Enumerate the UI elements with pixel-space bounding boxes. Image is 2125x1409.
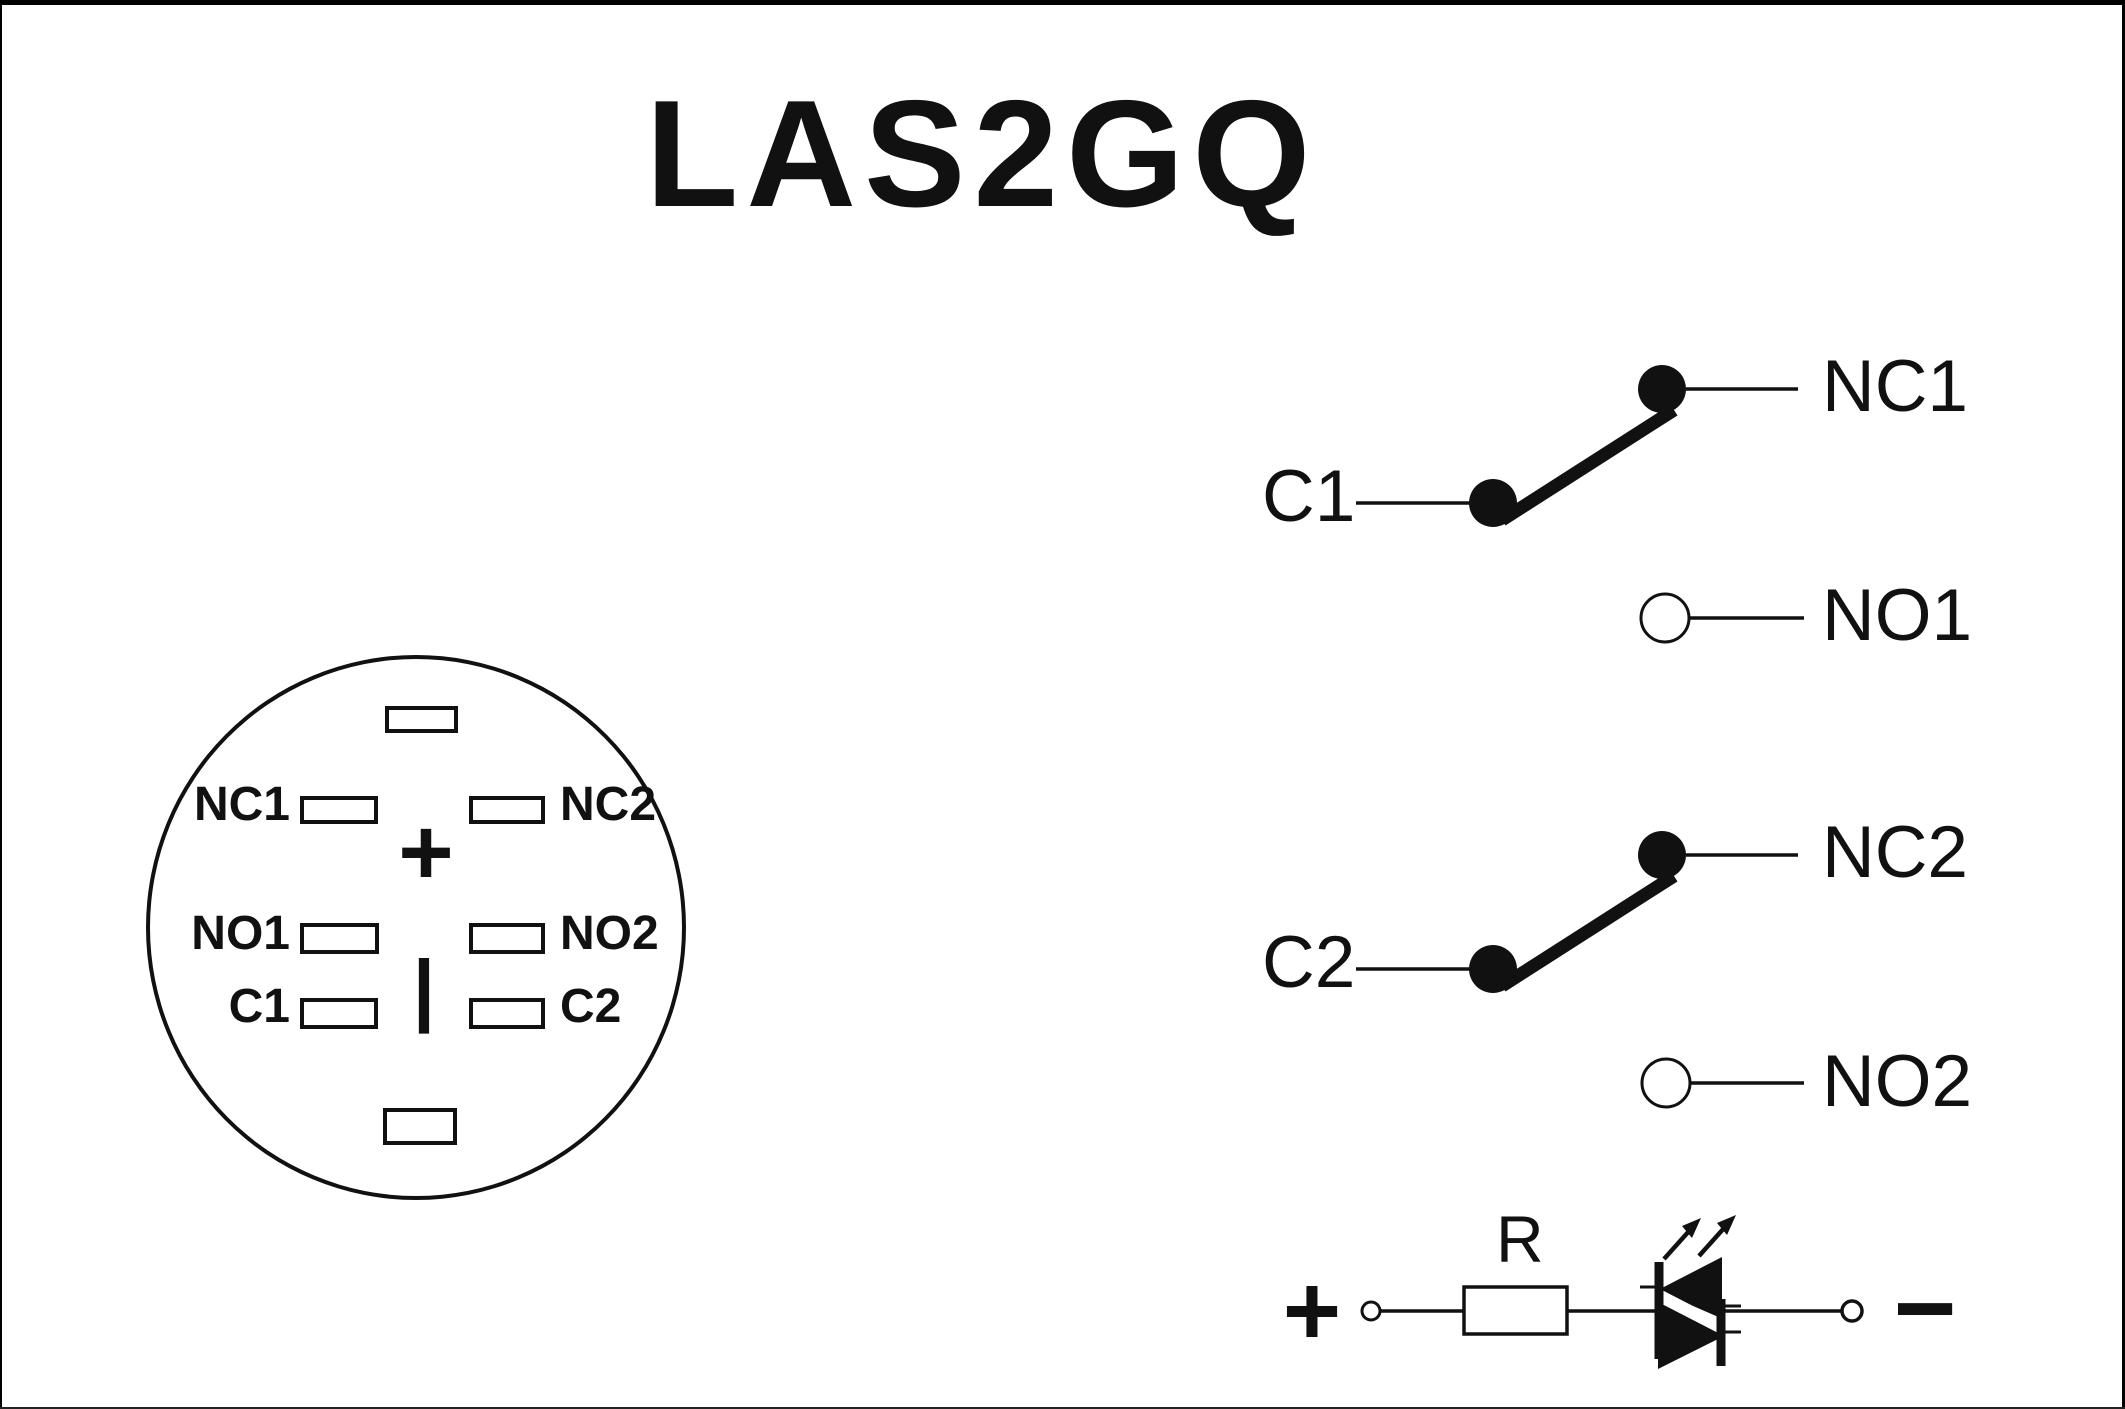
switch-2-symbol: [1356, 831, 1804, 1109]
pin-bottom: [383, 1108, 457, 1145]
led-plus-terminal: [1360, 1300, 1382, 1322]
resistor-label: R: [1496, 1202, 1544, 1276]
switch-2-common-contact: [1469, 945, 1517, 993]
switch-2-nc-label: NC2: [1822, 812, 1969, 893]
page-title: LAS2GQ: [645, 69, 1319, 239]
switch-1-nc-contact: [1638, 365, 1686, 413]
pinout-label-nc1: NC1: [193, 778, 290, 831]
led-plus-mark: +: [398, 799, 454, 906]
led-plus-label: +: [1282, 1255, 1342, 1367]
switch-2-nc-contact: [1638, 831, 1686, 879]
left-border: [0, 0, 2, 1409]
switch-2-no-label: NO2: [1822, 1041, 1973, 1122]
led-minus-label: −: [1893, 1247, 1957, 1368]
pin-no2: [469, 923, 545, 954]
switch-1-common-label: C1: [1262, 456, 1356, 537]
switch-1-common-contact: [1469, 479, 1517, 527]
pin-nc1: [300, 796, 378, 824]
led-circuit-symbol: [1360, 1215, 1864, 1369]
switch-1-lever: [1498, 404, 1678, 526]
led-negative-mark: |: [412, 944, 436, 1033]
switch-2-lever: [1498, 870, 1678, 992]
bottom-border: [0, 1407, 2125, 1409]
right-border: [2122, 0, 2125, 1409]
led-symbol: [1640, 1215, 1741, 1369]
switch-1-nc-label: NC1: [1822, 346, 1969, 427]
switch-1-no-label: NO1: [1822, 575, 1973, 656]
pinout-label-c1: C1: [228, 980, 290, 1033]
pin-c2: [469, 998, 545, 1029]
led-minus-terminal: [1840, 1299, 1864, 1323]
pinout-label-nc2: NC2: [560, 778, 657, 831]
pin-no1: [300, 923, 379, 954]
switch-2-common-label: C2: [1262, 922, 1356, 1003]
switch-1-no-contact: [1639, 592, 1691, 644]
pinout-label-no2: NO2: [560, 907, 659, 960]
switch-2-no-contact: [1640, 1057, 1692, 1109]
resistor-symbol: [1462, 1285, 1569, 1336]
pin-top: [385, 706, 458, 733]
switch-1-symbol: [1356, 365, 1804, 644]
pinout-label-c2: C2: [560, 980, 622, 1033]
light-arrows-icon: [1662, 1215, 1736, 1261]
top-border: [0, 0, 2125, 5]
pin-c1: [300, 998, 378, 1029]
pinout-label-no1: NO1: [191, 907, 290, 960]
pin-nc2: [469, 796, 545, 824]
